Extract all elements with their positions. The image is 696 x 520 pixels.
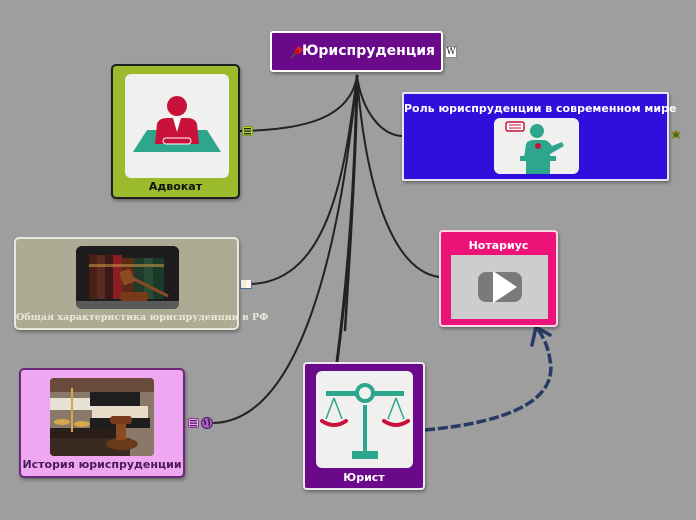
central-topic[interactable]: Юриспруденция [270,31,443,72]
topic-title: История юриспруденции [22,458,182,471]
topic-title: Общая характеристика юриспруденции в РФ [16,312,269,323]
topic-title: Адвокат [148,180,203,193]
globe-icon[interactable] [201,417,213,429]
topic-notarius[interactable]: Нотариус [439,230,558,327]
video-play-icon[interactable] [451,255,548,319]
relationship-line [424,326,553,432]
topic-title: Роль юриспруденции в современном мире [404,102,677,115]
branch-history [213,75,358,424]
topic-yurist[interactable]: Юрист [303,362,425,490]
topic-role[interactable]: Роль юриспруденции в современном мире [402,92,677,181]
topic-title: Юрист [343,471,385,484]
note-icon[interactable] [242,126,253,136]
topic-title: Нотариус [468,239,529,252]
wikipedia-icon[interactable]: W [445,46,457,58]
topic-general[interactable]: Общая характеристика юриспруденции в РФ [14,237,269,330]
branch-yurist [335,74,359,364]
scales-of-justice-icon [316,371,413,468]
note-icon[interactable] [188,418,199,428]
scales-books-gavel-photo [50,378,154,456]
branch-advokat [239,75,358,132]
topic-history[interactable]: История юриспруденции [19,368,185,478]
central-topic-title: Юриспруденция [301,43,436,59]
topic-advokat[interactable]: Адвокат [111,64,240,199]
branch-notarius [356,75,440,278]
book-icon[interactable] [240,279,252,289]
relationship-arrowhead [530,325,552,347]
lawyer-at-desk-icon [125,74,229,178]
pushpin-icon [290,46,303,59]
speaker-at-podium-icon [494,118,579,174]
law-books-gavel-photo [76,246,179,309]
emblem-icon[interactable] [671,130,681,140]
branch-role [356,75,403,137]
